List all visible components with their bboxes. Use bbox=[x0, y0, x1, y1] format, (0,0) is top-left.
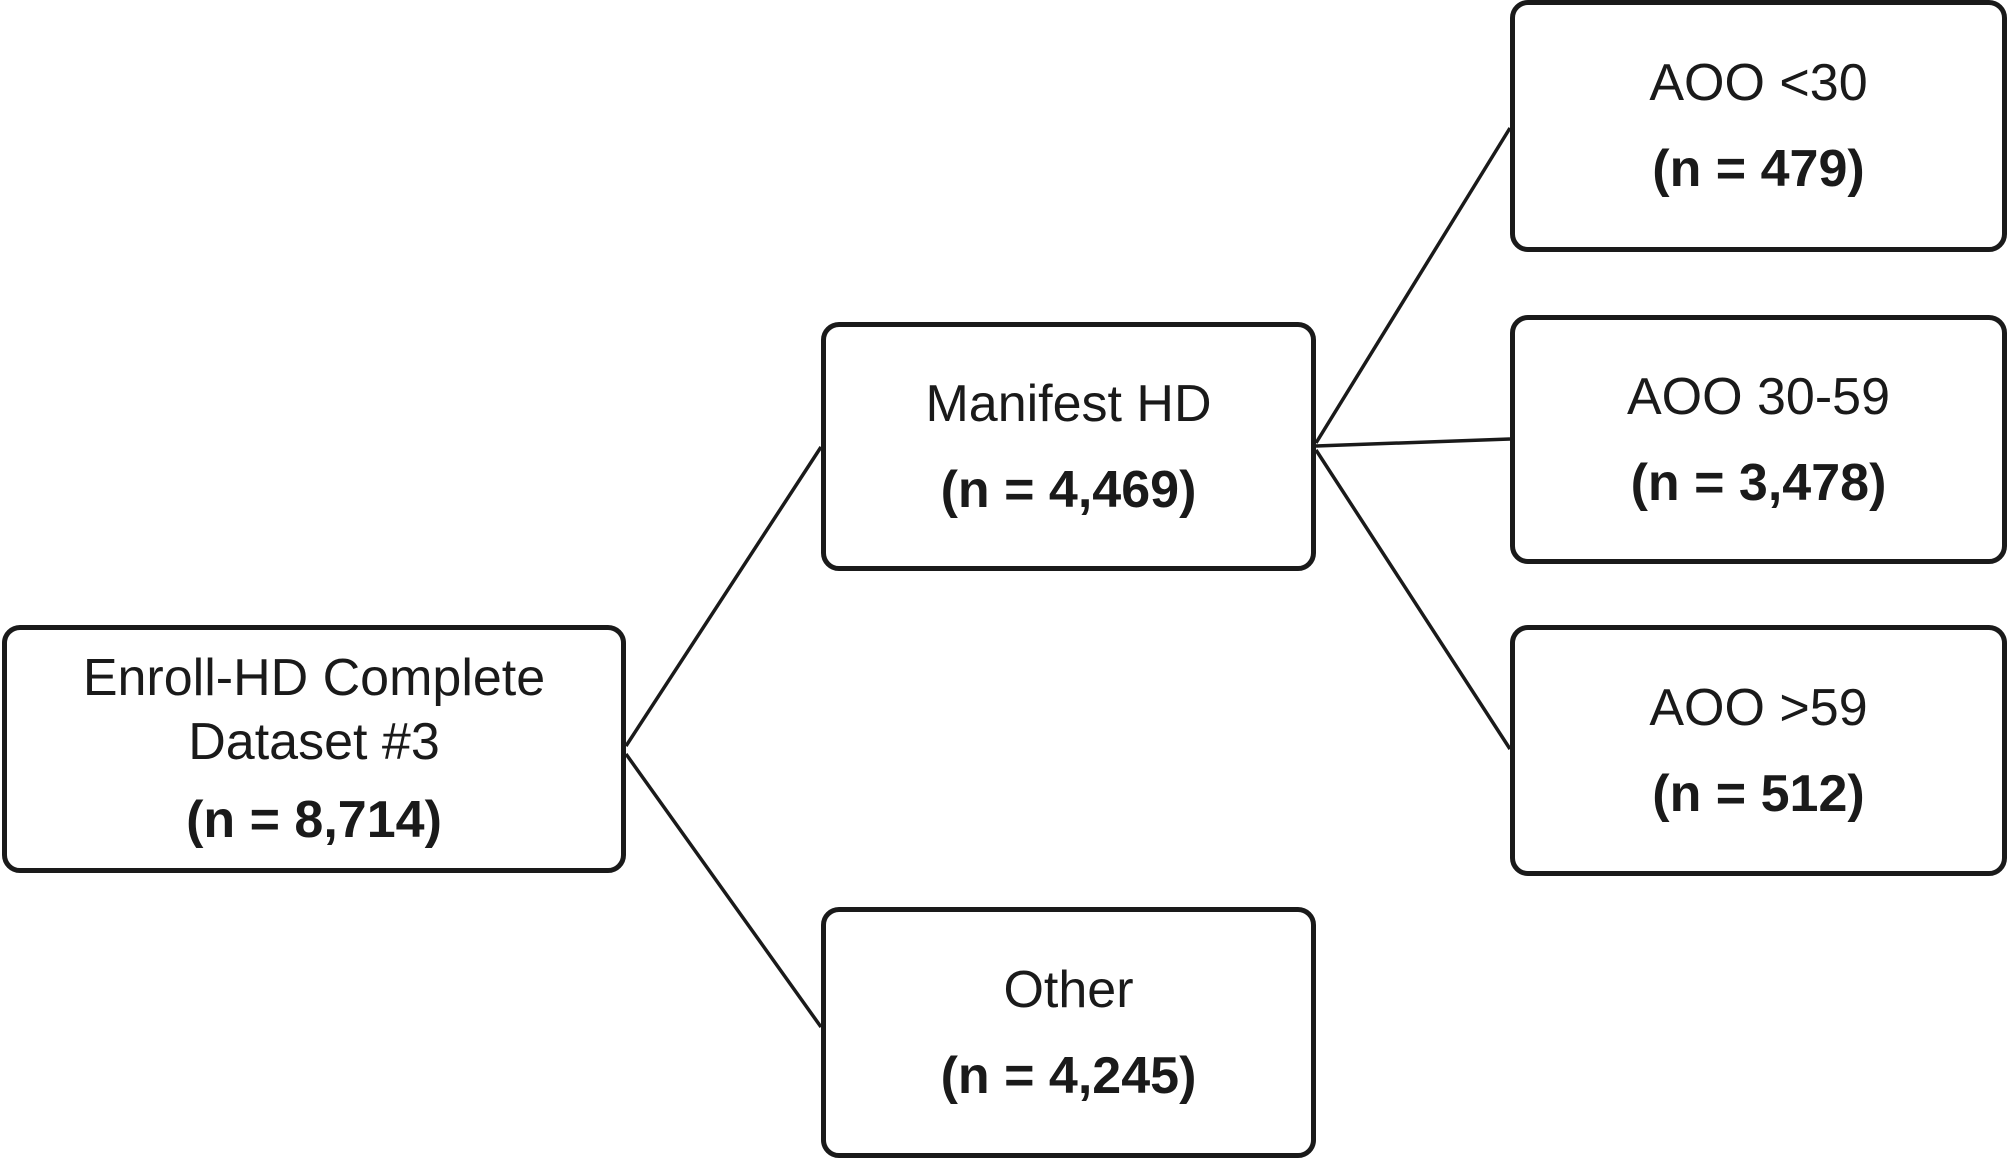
node-count: (n = 4,469) bbox=[940, 460, 1197, 519]
node-count: (n = 3,478) bbox=[1630, 453, 1887, 512]
node-label: Other bbox=[1003, 960, 1134, 1019]
node-count: (n = 479) bbox=[1652, 140, 1865, 198]
manifest-hd-node: Manifest HD (n = 4,469) bbox=[821, 322, 1316, 571]
node-label: AOO 30-59 bbox=[1626, 367, 1891, 426]
node-count: (n = 4,245) bbox=[940, 1046, 1197, 1105]
aoo-under-30-node: AOO <30 (n = 479) bbox=[1510, 0, 2007, 252]
aoo-30-59-node: AOO 30-59 (n = 3,478) bbox=[1510, 315, 2007, 564]
connector-manifest-to-aoo-gt59 bbox=[1314, 449, 1512, 750]
connector-manifest-to-aoo-lt30 bbox=[1314, 127, 1512, 444]
node-count: (n = 512) bbox=[1652, 764, 1865, 823]
connector-root-to-manifest bbox=[624, 446, 823, 747]
node-label: AOO >59 bbox=[1649, 678, 1868, 737]
other-node: Other (n = 4,245) bbox=[821, 907, 1316, 1158]
node-label: Manifest HD bbox=[925, 374, 1212, 433]
node-label-line2: Dataset #3 bbox=[188, 713, 440, 771]
node-count: (n = 8,714) bbox=[186, 791, 442, 849]
connector-manifest-to-aoo-30-59 bbox=[1315, 437, 1511, 448]
node-label: AOO <30 bbox=[1649, 54, 1868, 112]
aoo-over-59-node: AOO >59 (n = 512) bbox=[1510, 625, 2007, 876]
connector-root-to-other bbox=[624, 752, 823, 1029]
node-label-line1: Enroll-HD Complete bbox=[82, 649, 546, 707]
enroll-hd-dataset-node: Enroll-HD Complete Dataset #3 (n = 8,714… bbox=[2, 625, 626, 873]
